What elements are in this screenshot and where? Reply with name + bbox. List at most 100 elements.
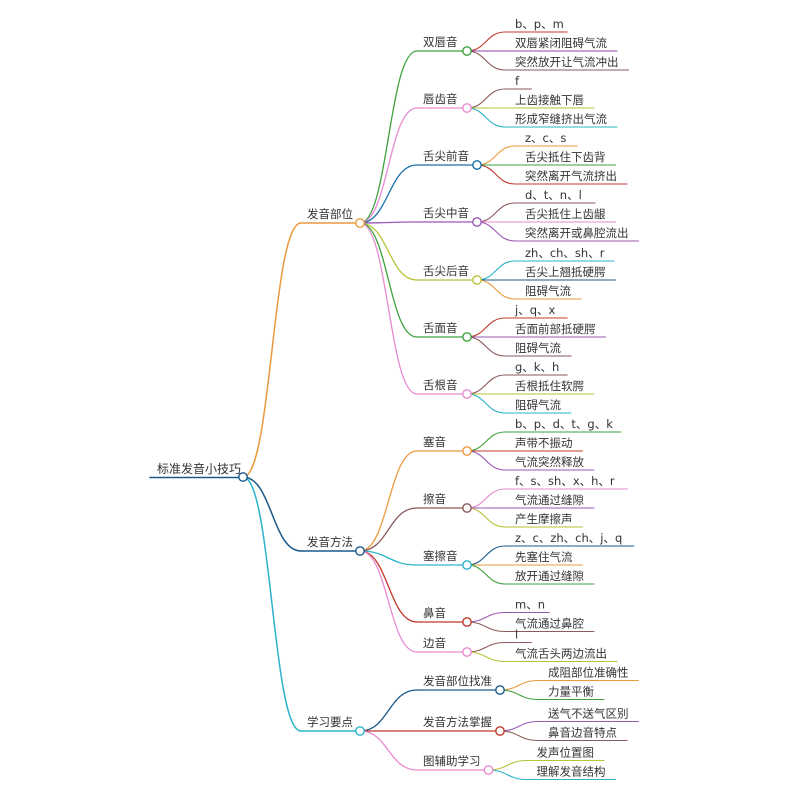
leaf-node-label[interactable]: 舌根抵住软腭 bbox=[515, 379, 584, 393]
leaf-node-label[interactable]: f bbox=[515, 74, 520, 88]
level2-node-label[interactable]: 边音 bbox=[423, 636, 446, 650]
edge-l2-to-leaf bbox=[466, 488, 506, 509]
leaf-node-label[interactable]: 气流通过鼻腔 bbox=[515, 617, 584, 631]
leaf-node-label[interactable]: 突然离开或鼻腔流出 bbox=[525, 226, 629, 240]
level2-node-label[interactable]: 发音方法掌握 bbox=[423, 715, 492, 729]
leaf-node-label[interactable]: d、t、n、l bbox=[525, 188, 582, 202]
leaf-node-label[interactable]: 阻碍气流 bbox=[515, 398, 561, 412]
leaf-node-label[interactable]: 声带不振动 bbox=[515, 436, 573, 450]
leaf-node-label[interactable]: 鼻音边音特点 bbox=[548, 726, 617, 740]
edge-l2-to-leaf bbox=[487, 759, 528, 771]
level2-node-dot[interactable] bbox=[495, 726, 505, 736]
level2-node-label[interactable]: 唇齿音 bbox=[423, 92, 458, 106]
leaf-node-label[interactable]: z、c、zh、ch、j、q bbox=[515, 531, 622, 545]
leaf-node-label[interactable]: 成阻部位准确性 bbox=[548, 666, 629, 680]
edge-root-to-0 bbox=[242, 222, 302, 478]
edge-l2-to-leaf bbox=[466, 336, 506, 357]
edge-l2-to-leaf bbox=[466, 564, 506, 585]
leaf-node-label[interactable]: 气流通过缝隙 bbox=[515, 493, 584, 507]
leaf-node-label[interactable]: 舌尖上翘抵硬腭 bbox=[525, 265, 606, 279]
level2-node-label[interactable]: 鼻音 bbox=[423, 606, 446, 620]
level1-node-label[interactable]: 学习要点 bbox=[307, 715, 353, 729]
leaf-node-label[interactable]: j、q、x bbox=[514, 303, 555, 317]
level2-node-label[interactable]: 图辅助学习 bbox=[423, 754, 481, 768]
level2-node-dot[interactable] bbox=[462, 617, 472, 627]
level1-node-label[interactable]: 发音方法 bbox=[307, 535, 353, 549]
level2-node-dot[interactable] bbox=[462, 103, 472, 113]
edge-l2-to-leaf bbox=[466, 107, 506, 128]
edge-l1-to-l2 bbox=[359, 222, 418, 281]
level2-node-dot[interactable] bbox=[462, 332, 472, 342]
leaf-node-label[interactable]: 气流舌头两边流出 bbox=[515, 647, 607, 661]
level2-node-dot[interactable] bbox=[472, 275, 482, 285]
leaf-node-label[interactable]: g、k、h bbox=[515, 360, 559, 374]
level1-node-dot[interactable] bbox=[355, 726, 365, 736]
level2-node-label[interactable]: 发音部位找准 bbox=[423, 674, 492, 688]
root-node-label[interactable]: 标准发音小技巧 bbox=[157, 461, 241, 476]
leaf-node-label[interactable]: 突然离开气流挤出 bbox=[525, 169, 617, 183]
level2-node-label[interactable]: 擦音 bbox=[423, 492, 446, 506]
level2-node-dot[interactable] bbox=[462, 503, 472, 513]
edge-l2-to-leaf bbox=[499, 689, 539, 701]
edge-l2-to-leaf bbox=[466, 450, 506, 471]
edge-l2-to-leaf bbox=[466, 641, 506, 653]
level1-node-dot[interactable] bbox=[355, 218, 365, 228]
level2-node-label[interactable]: 舌根音 bbox=[423, 378, 458, 392]
level2-node-dot[interactable] bbox=[472, 217, 482, 227]
level2-node-label[interactable]: 塞音 bbox=[423, 435, 446, 449]
leaf-node-label[interactable]: 阻碍气流 bbox=[525, 284, 571, 298]
edge-l2-to-leaf bbox=[487, 769, 528, 781]
leaf-node-label[interactable]: 先塞住气流 bbox=[515, 550, 573, 564]
leaf-node-label[interactable]: 双唇紧闭阻碍气流 bbox=[515, 36, 607, 50]
edge-l2-to-leaf bbox=[499, 679, 539, 691]
edge-l2-to-leaf bbox=[499, 730, 539, 742]
edge-l2-to-leaf bbox=[476, 164, 516, 185]
level2-node-dot[interactable] bbox=[462, 446, 472, 456]
level2-node-dot[interactable] bbox=[462, 647, 472, 657]
leaf-node-label[interactable]: 突然放开让气流冲出 bbox=[515, 55, 619, 69]
leaf-node-label[interactable]: 舌尖抵住下齿背 bbox=[525, 150, 606, 164]
leaf-node-label[interactable]: 力量平衡 bbox=[548, 685, 594, 699]
edge-l2-to-leaf bbox=[466, 393, 506, 414]
leaf-node-label[interactable]: 放开通过缝隙 bbox=[515, 569, 584, 583]
edge-l2-to-leaf bbox=[476, 202, 516, 223]
leaf-node-label[interactable]: z、c、s bbox=[525, 131, 566, 145]
leaf-node-label[interactable]: 上齿接触下唇 bbox=[515, 93, 584, 107]
edge-l1-to-l2 bbox=[359, 730, 418, 771]
level2-node-label[interactable]: 双唇音 bbox=[423, 35, 458, 49]
level2-node-label[interactable]: 塞擦音 bbox=[423, 549, 458, 563]
level2-node-label[interactable]: 舌尖中音 bbox=[423, 206, 469, 220]
leaf-node-label[interactable]: 舌面前部抵硬腭 bbox=[515, 322, 596, 336]
edge-l2-to-leaf bbox=[499, 720, 539, 732]
leaf-node-label[interactable]: m、n bbox=[515, 598, 545, 612]
leaf-node-label[interactable]: 产生摩擦声 bbox=[515, 512, 573, 526]
leaf-node-label[interactable]: 送气不送气区别 bbox=[548, 707, 629, 721]
level2-node-dot[interactable] bbox=[483, 765, 494, 775]
leaf-node-label[interactable]: 阻碍气流 bbox=[515, 341, 561, 355]
leaf-node-label[interactable]: l bbox=[515, 628, 518, 642]
level2-node-dot[interactable] bbox=[462, 389, 472, 399]
edge-l2-to-leaf bbox=[466, 611, 506, 623]
leaf-node-label[interactable]: b、p、d、t、g、k bbox=[515, 417, 613, 431]
edge-l2-to-leaf bbox=[466, 374, 506, 395]
leaf-node-label[interactable]: 气流突然释放 bbox=[515, 455, 584, 469]
root-node-dot[interactable] bbox=[238, 472, 248, 482]
level2-node-label[interactable]: 舌尖后音 bbox=[423, 264, 469, 278]
level2-node-dot[interactable] bbox=[472, 160, 482, 170]
leaf-node-label[interactable]: zh、ch、sh、r bbox=[525, 246, 605, 260]
leaf-node-label[interactable]: 发声位置图 bbox=[537, 746, 595, 760]
level2-node-dot[interactable] bbox=[462, 560, 472, 570]
level1-node-dot[interactable] bbox=[355, 546, 365, 556]
leaf-node-label[interactable]: f、s、sh、x、h、r bbox=[515, 474, 615, 488]
level2-node-label[interactable]: 舌面音 bbox=[423, 321, 458, 335]
level2-node-dot[interactable] bbox=[462, 46, 472, 56]
edge-l1-to-l2 bbox=[359, 550, 418, 653]
level1-node-label[interactable]: 发音部位 bbox=[307, 207, 353, 221]
level2-node-dot[interactable] bbox=[495, 685, 505, 695]
leaf-node-label[interactable]: 理解发音结构 bbox=[537, 765, 606, 779]
leaf-node-label[interactable]: 形成窄缝挤出气流 bbox=[515, 112, 607, 126]
leaf-node-label[interactable]: 舌尖抵住上齿龈 bbox=[525, 207, 606, 221]
level2-node-label[interactable]: 舌尖前音 bbox=[423, 149, 469, 163]
edge-l2-to-leaf bbox=[466, 651, 506, 663]
leaf-node-label[interactable]: b、p、m bbox=[515, 17, 564, 31]
